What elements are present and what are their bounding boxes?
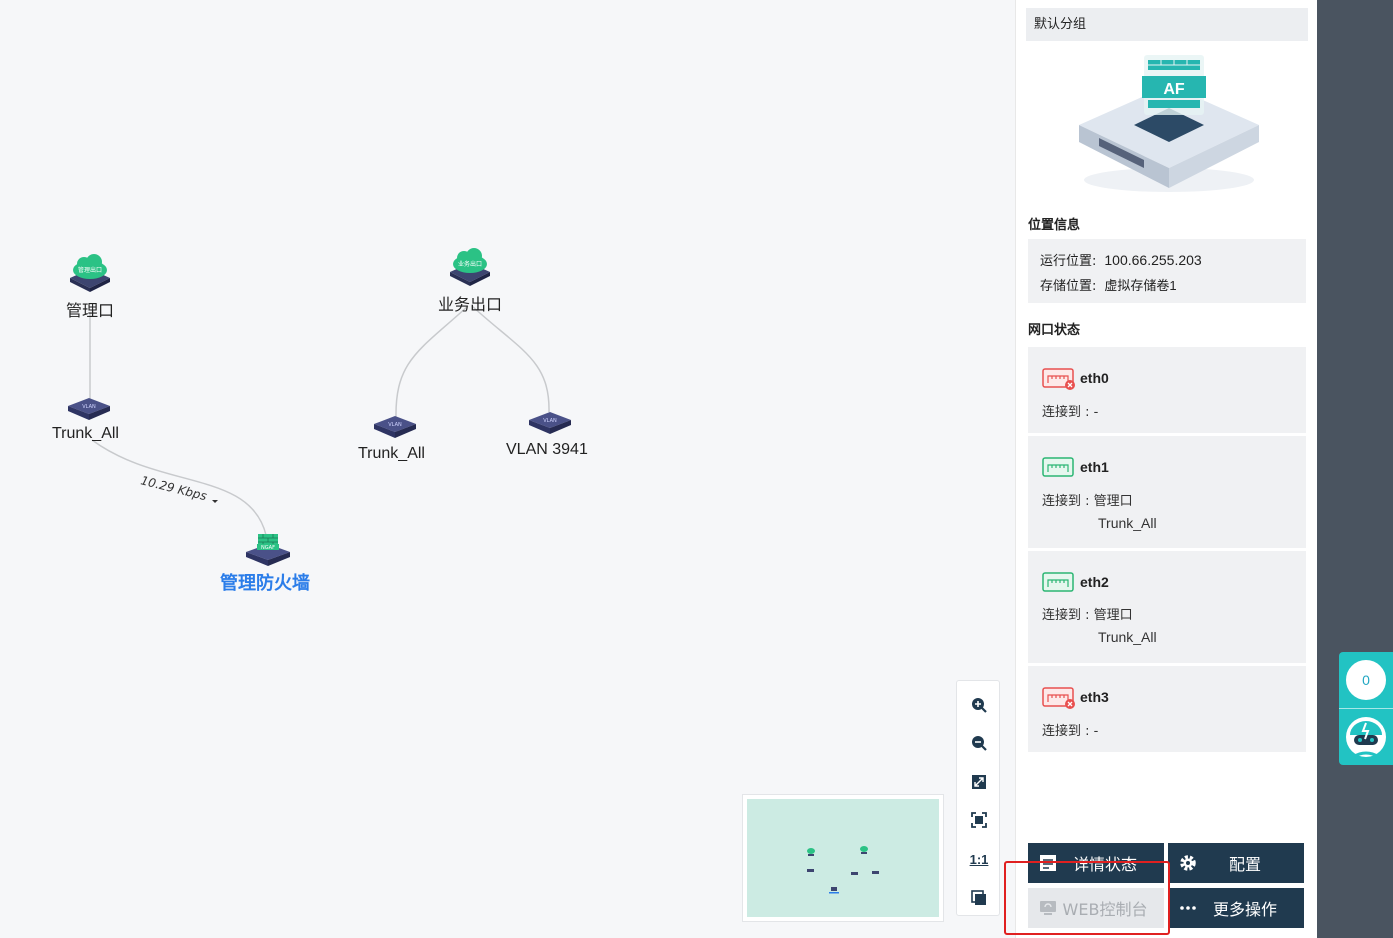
actual-size-label: 1:1 [969, 851, 989, 867]
topology-canvas[interactable]: 10.29 Kbps 管理出口 管理口 业务出口 业务出口 [0, 0, 1015, 938]
zoom-toolbar: 1:1 [956, 680, 1000, 916]
cloud-icon[interactable]: 管理出口 [66, 252, 114, 294]
port-disconnected-icon [1042, 368, 1075, 390]
node-label-vlan: VLAN 3941 [506, 441, 588, 458]
divider [1339, 708, 1393, 709]
svg-text:NGAF: NGAF [261, 545, 275, 551]
port-connection-target: Trunk_All [1098, 629, 1157, 645]
monitor-icon [1040, 901, 1056, 915]
run-location-key: 运行位置: [1040, 254, 1097, 269]
firewall-device-icon: AF [1074, 50, 1264, 195]
export-button[interactable] [967, 886, 991, 910]
details-button[interactable]: 详情状态 [1028, 843, 1164, 883]
port-connection: 连接到 : - [1042, 724, 1099, 739]
node-label-firewall: 管理防火墙 [220, 573, 310, 593]
port-connection-target: Trunk_All [1098, 515, 1157, 531]
location-title: 位置信息 [1028, 218, 1081, 233]
group-header: 默认分组 [1026, 8, 1308, 41]
link-rate-label: 10.29 Kbps [139, 473, 208, 503]
minimap[interactable] [742, 794, 944, 922]
more-icon [1180, 906, 1196, 910]
svg-text:VLAN: VLAN [82, 404, 96, 410]
topology-links: 10.29 Kbps [89, 305, 550, 536]
node-label-trunk-mid: Trunk_All [358, 445, 425, 462]
link-biz-trunk [395, 305, 469, 419]
svg-text:业务出口: 业务出口 [458, 260, 482, 268]
robot-assistant-icon[interactable] [1339, 709, 1393, 765]
zoom-in-button[interactable] [967, 693, 991, 717]
node-label-trunk-left: Trunk_All [52, 425, 119, 442]
notification-count[interactable]: 0 [1346, 660, 1386, 700]
web-console-button[interactable]: WEB控制台 [1028, 888, 1164, 928]
zoom-in-icon [972, 698, 987, 713]
location-info: 运行位置: 100.66.255.203 存储位置: 虚拟存储卷1 [1028, 239, 1306, 303]
port-connected-icon [1042, 457, 1074, 477]
port-name: eth0 [1080, 370, 1109, 386]
web-console-label: WEB控制台 [1062, 900, 1148, 919]
port-name: eth3 [1080, 689, 1109, 705]
more-actions-button[interactable]: 更多操作 [1168, 888, 1304, 928]
port-card-eth3[interactable]: eth3 连接到 : - [1028, 666, 1306, 752]
firewall-icon[interactable]: NGAF [244, 532, 292, 568]
port-disconnected-icon [1042, 687, 1075, 709]
gear-icon [1180, 855, 1196, 871]
port-connected-icon [1042, 572, 1074, 592]
focus-icon [971, 812, 987, 828]
config-button[interactable]: 配置 [1168, 843, 1304, 883]
port-connection: 连接到 : 管理口 [1042, 494, 1133, 509]
port-name: eth1 [1080, 459, 1109, 475]
store-location-key: 存储位置: [1040, 279, 1097, 294]
port-name: eth2 [1080, 574, 1109, 590]
switch-icon[interactable]: VLAN [372, 414, 418, 440]
zoom-out-button[interactable] [967, 731, 991, 755]
port-card-eth0[interactable]: eth0 连接到 : - [1028, 347, 1306, 433]
port-card-eth1[interactable]: eth1 连接到 : 管理口 Trunk_All [1028, 436, 1306, 548]
zoom-out-icon [972, 736, 987, 751]
port-connection: 连接到 : 管理口 [1042, 608, 1133, 623]
switch-icon[interactable]: VLAN [527, 410, 573, 436]
expand-icon [972, 775, 986, 789]
svg-text:VLAN: VLAN [543, 418, 557, 424]
link-rate-arrow-icon [212, 500, 218, 503]
minimap-viewport[interactable] [747, 799, 939, 917]
document-icon [1040, 855, 1056, 871]
port-connection: 连接到 : - [1042, 405, 1099, 420]
actual-size-button[interactable]: 1:1 [967, 847, 991, 871]
side-strip [1317, 0, 1393, 938]
minimap-preview [807, 846, 879, 894]
svg-text:VLAN: VLAN [388, 422, 402, 428]
link-biz-vlan [471, 305, 550, 413]
node-label-biz: 业务出口 [438, 297, 503, 314]
center-button[interactable] [967, 808, 991, 832]
link-trunk-fw [91, 439, 267, 536]
svg-text:管理出口: 管理出口 [78, 266, 102, 274]
copy-icon [971, 890, 986, 905]
assistant-widget[interactable]: 0 [1339, 652, 1393, 765]
node-label-mgmt: 管理口 [66, 303, 115, 320]
ports-title: 网口状态 [1028, 323, 1081, 338]
device-badge: AF [1163, 81, 1185, 98]
store-location-value: 虚拟存储卷1 [1104, 278, 1177, 293]
switch-icon[interactable]: VLAN [66, 396, 112, 422]
details-label: 详情状态 [1072, 855, 1137, 874]
port-card-eth2[interactable]: eth2 连接到 : 管理口 Trunk_All [1028, 551, 1306, 663]
run-location-value: 100.66.255.203 [1104, 252, 1202, 268]
more-actions-label: 更多操作 [1212, 900, 1277, 919]
config-label: 配置 [1228, 855, 1261, 874]
cloud-icon[interactable]: 业务出口 [446, 246, 494, 288]
device-detail-panel: 默认分组 AF 位置信息 运行位置: 100.66.255.203 存储位置: 虚拟… [1015, 0, 1317, 938]
fit-screen-button[interactable] [967, 770, 991, 794]
